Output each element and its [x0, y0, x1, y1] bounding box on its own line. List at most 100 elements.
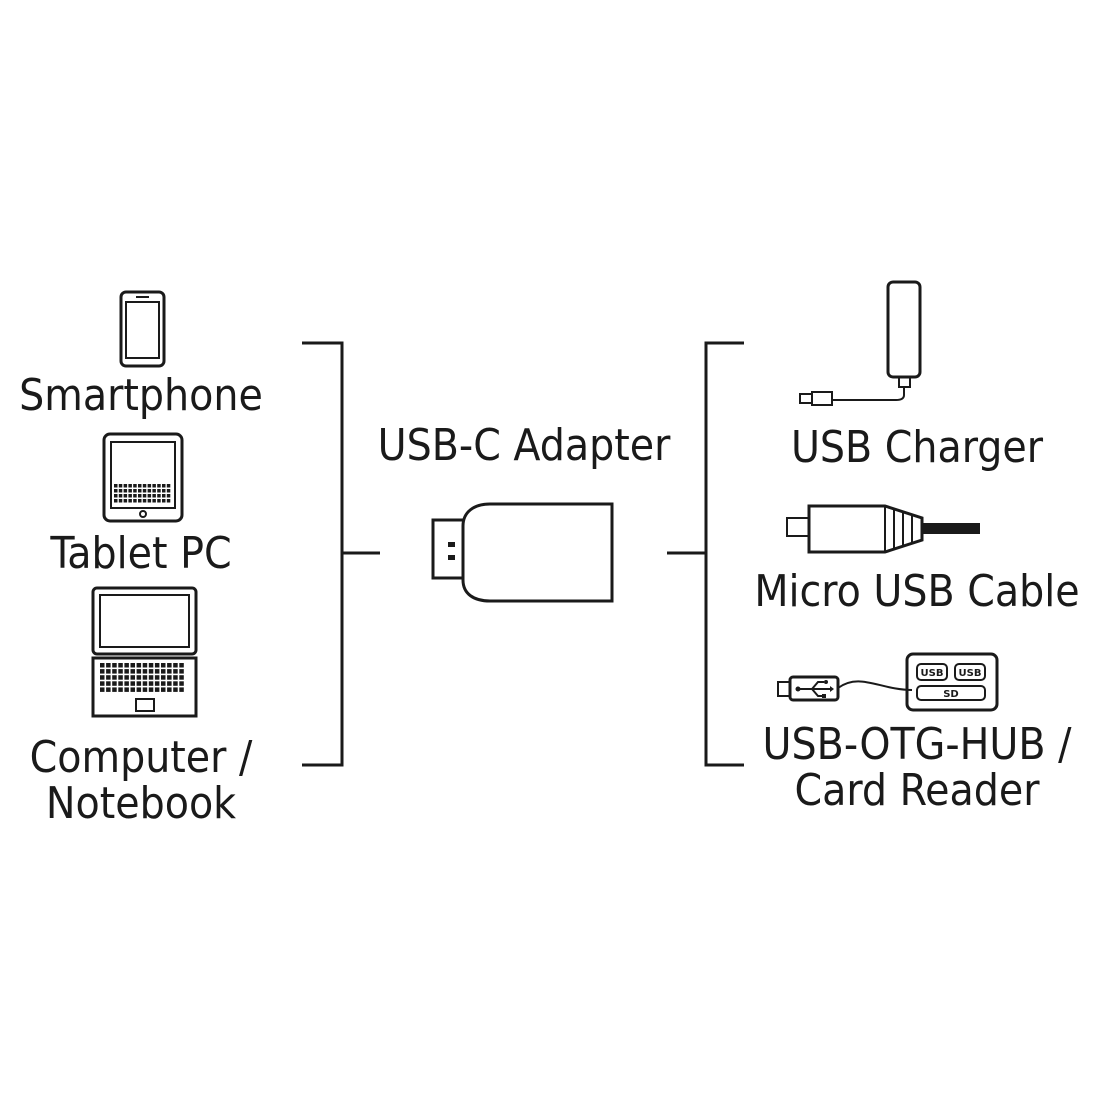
keyboard-key: [161, 675, 166, 680]
keyboard-key: [133, 489, 137, 493]
keyboard-key: [142, 675, 148, 680]
keyboard-key: [142, 669, 148, 674]
keyboard-key: [161, 669, 166, 674]
keyboard-key: [100, 669, 105, 674]
keyboard-key: [136, 663, 142, 668]
keyboard-key: [136, 669, 142, 674]
keyboard-key: [154, 669, 160, 674]
keyboard-key: [106, 663, 111, 668]
usb-symbol-icon: [795, 680, 834, 698]
right-bracket: [667, 341, 744, 767]
keyboard-key: [157, 494, 161, 498]
keyboard-key: [123, 499, 128, 503]
keyboard-key: [147, 489, 152, 493]
left-bracket: [302, 341, 380, 767]
keyboard-key: [118, 499, 123, 503]
keyboard-key: [173, 669, 178, 674]
keyboard-key: [118, 489, 123, 493]
keyboard-key: [162, 489, 166, 493]
micro-usb-cable-icon: [786, 504, 980, 554]
keyboard-key: [173, 681, 178, 686]
keyboard-key: [138, 484, 142, 488]
keyboard-key: [162, 499, 166, 503]
keyboard-key: [148, 663, 154, 668]
computer-label-line1: Computer /: [30, 732, 253, 783]
micro-cable-label: Micro USB Cable: [754, 566, 1079, 617]
keyboard-key: [130, 675, 135, 680]
keyboard-key: [100, 681, 105, 686]
keyboard-key: [154, 687, 160, 692]
keyboard-key: [179, 663, 184, 668]
keyboard-key: [128, 484, 132, 488]
keyboard-key: [179, 681, 184, 686]
keyboard-key: [100, 675, 105, 680]
computer-label-line2: Notebook: [46, 778, 236, 829]
keyboard-key: [148, 681, 154, 686]
keyboard-key: [136, 681, 142, 686]
keyboard-key: [130, 663, 135, 668]
keyboard-key: [124, 669, 129, 674]
keyboard-key: [138, 499, 142, 503]
keyboard-key: [100, 663, 105, 668]
usb-c-adapter-icon: [431, 502, 614, 603]
keyboard-key: [142, 484, 147, 488]
keyboard-key: [157, 499, 161, 503]
keyboard-key: [118, 663, 123, 668]
keyboard-key: [157, 484, 161, 488]
keyboard-key: [118, 675, 123, 680]
keyboard-key: [112, 681, 117, 686]
smartphone-icon: [119, 290, 166, 368]
keyboard-key: [123, 489, 128, 493]
keyboard-key: [166, 494, 171, 498]
keyboard-key: [142, 489, 147, 493]
keyboard-key: [123, 484, 128, 488]
keyboard-key: [123, 494, 128, 498]
keyboard-key: [154, 681, 160, 686]
usb-charger-icon: [799, 280, 922, 406]
otg-label-line1: USB-OTG-HUB /: [763, 719, 1073, 770]
port-usb-1: USB: [921, 668, 944, 679]
keyboard-key: [147, 499, 152, 503]
keyboard-key: [173, 675, 178, 680]
keyboard-key: [130, 669, 135, 674]
smartphone-label: Smartphone: [19, 370, 263, 421]
keyboard-key: [142, 687, 148, 692]
keyboard-key: [124, 687, 129, 692]
keyboard-key: [179, 687, 184, 692]
keyboard-key: [128, 499, 132, 503]
keyboard-key: [118, 494, 123, 498]
usb-otg-hub-icon: [777, 652, 999, 712]
keyboard-key: [114, 499, 118, 503]
keyboard-key: [118, 681, 123, 686]
keyboard-key: [162, 494, 166, 498]
keyboard-key: [112, 675, 117, 680]
keyboard-key: [173, 687, 178, 692]
keyboard-key: [173, 663, 178, 668]
keyboard-key: [118, 669, 123, 674]
keyboard-key: [114, 489, 118, 493]
keyboard-key: [118, 484, 123, 488]
keyboard-key: [106, 687, 111, 692]
keyboard-key: [142, 494, 147, 498]
keyboard-key: [154, 675, 160, 680]
keyboard-key: [152, 484, 156, 488]
keyboard-key: [133, 484, 137, 488]
keyboard-key: [167, 669, 172, 674]
keyboard-key: [154, 663, 160, 668]
keyboard-key: [166, 489, 171, 493]
keyboard-key: [142, 499, 147, 503]
keyboard-key: [148, 687, 154, 692]
keyboard-key: [136, 687, 142, 692]
keyboard-key: [167, 687, 172, 692]
keyboard-key: [128, 489, 132, 493]
keyboard-key: [136, 675, 142, 680]
keyboard-key: [152, 499, 156, 503]
keyboard-key: [167, 663, 172, 668]
keyboard-key: [114, 484, 118, 488]
keyboard-key: [124, 663, 129, 668]
keyboard-key: [112, 663, 117, 668]
keyboard-key: [152, 489, 156, 493]
keyboard-key: [106, 675, 111, 680]
keyboard-key: [148, 669, 154, 674]
